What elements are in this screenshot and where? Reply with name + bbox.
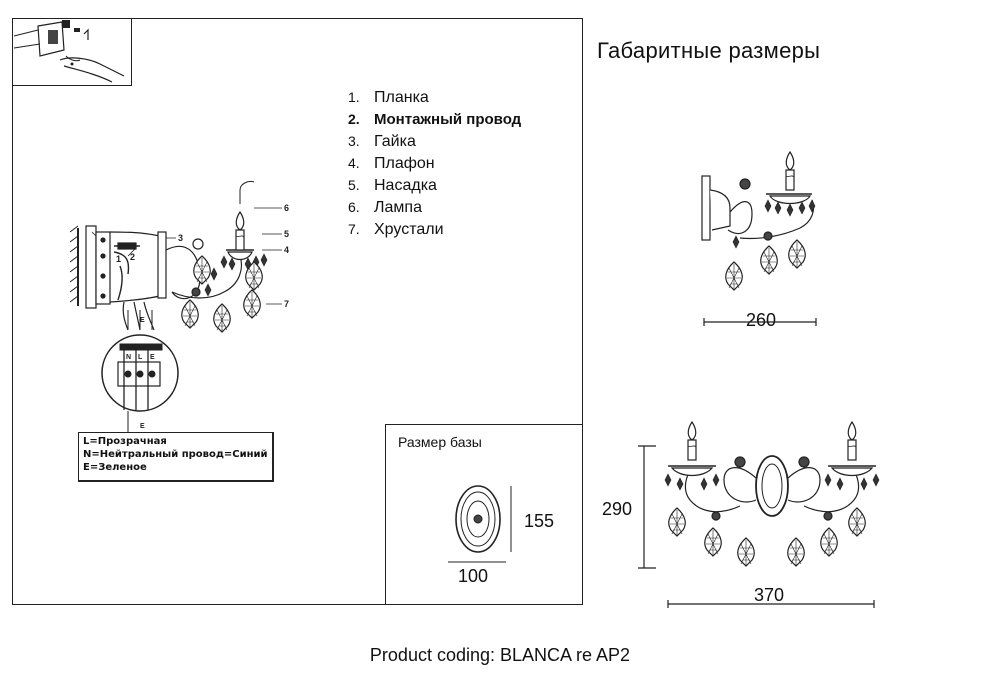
base-height-label: 155 (524, 511, 555, 531)
wiring-legend: L=Прозрачная N=Нейтральный провод=Синий … (78, 432, 274, 482)
parts-list-item: 3. Гайка (348, 130, 521, 152)
parts-list-item: 4. Плафон (348, 152, 521, 174)
double-lamp-drawing (638, 421, 880, 608)
terminal-label-l: L (138, 354, 143, 361)
parts-list-item: 6. Лампа (348, 196, 521, 218)
terminal-labels: E N L E E (126, 317, 155, 430)
callout-4: 4 (284, 245, 289, 255)
terminal-label-n: N (126, 354, 131, 361)
assembly-diagram (69, 181, 282, 333)
parts-list-item: 1. Планка (348, 86, 521, 108)
parts-list-number: 6. (348, 199, 360, 215)
base-drawing (448, 485, 512, 563)
callout-7: 7 (284, 299, 289, 309)
legend-line-e: E=Зеленое (83, 462, 147, 473)
parts-list: 1. Планка 2. Монтажный провод 3. Гайка 4. Плафо… (348, 86, 521, 240)
legend-line-n: N=Нейтральный провод=Синий (83, 449, 268, 460)
parts-list-label: Монтажный провод (374, 111, 522, 128)
base-width-label: 100 (458, 566, 489, 586)
parts-list-number: 3. (348, 133, 360, 149)
parts-list-number: 2. (348, 111, 360, 127)
parts-list-number: 7. (348, 221, 360, 237)
dimensions-title: Габаритные размеры (597, 38, 821, 63)
double-width-label: 370 (754, 585, 785, 605)
single-width-label: 260 (746, 310, 777, 330)
parts-list-item: 5. Насадка (348, 174, 521, 196)
double-height-label: 290 (602, 499, 633, 519)
base-size-panel (385, 424, 583, 605)
parts-list-number: 5. (348, 177, 360, 193)
callout-3: 3 (178, 233, 183, 243)
parts-list-label: Плафон (374, 155, 435, 172)
parts-list-label: Лампа (374, 199, 422, 216)
callout-labels: 1 2 3 4 5 6 7 (116, 203, 289, 309)
install-hint-box (12, 18, 132, 86)
parts-list-label: Планка (374, 89, 429, 106)
parts-list-label: Гайка (374, 133, 416, 150)
parts-list-number: 4. (348, 155, 360, 171)
instruction-panel (12, 18, 583, 605)
product-coding: Product coding: BLANCA re AP2 (369, 645, 631, 665)
legend-line-l: L=Прозрачная (83, 436, 167, 447)
parts-list-label: Хрустали (374, 221, 444, 238)
parts-list-item: 7. Хрустали (348, 218, 521, 240)
callout-5: 5 (284, 229, 289, 239)
install-hint-icon (13, 20, 125, 83)
terminal-block-detail (101, 310, 179, 432)
callout-1: 1 (116, 254, 121, 264)
parts-list-number: 1. (348, 89, 360, 105)
callout-2: 2 (130, 252, 135, 262)
single-lamp-drawing (701, 151, 817, 326)
terminal-label-bottom: E (140, 423, 145, 430)
callout-6: 6 (284, 203, 289, 213)
terminal-label-top: E (140, 317, 145, 324)
terminal-label-e: E (150, 354, 155, 361)
parts-list-label: Насадка (374, 177, 437, 194)
base-size-title: Размер базы (398, 434, 482, 450)
parts-list-item: 2. Монтажный провод (348, 108, 521, 130)
